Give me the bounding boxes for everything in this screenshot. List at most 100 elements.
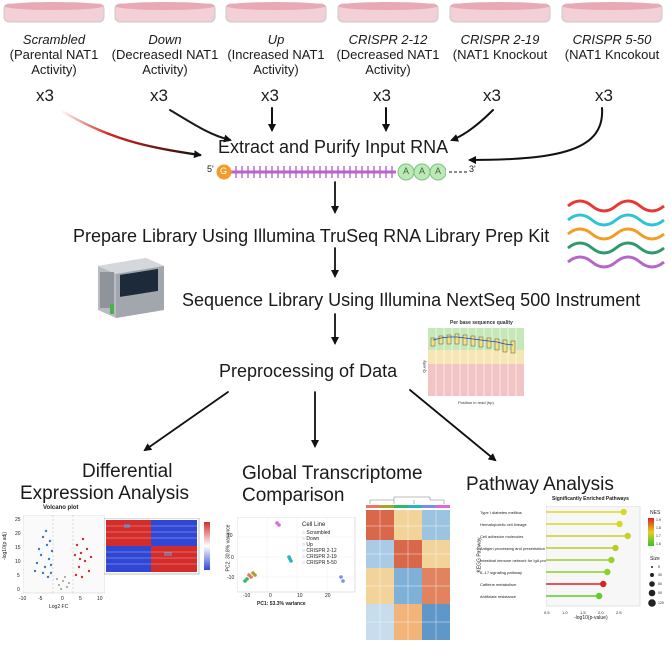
sample-up: Up (Increased NAT1 Activity)	[220, 32, 332, 77]
pathway-dot	[612, 544, 619, 552]
volcano-ytick: 5	[17, 573, 20, 579]
nes-tick: 1.6	[656, 542, 661, 546]
volcano-xtick: 5	[79, 596, 82, 602]
pca-legend-item: ○ CRISPR 5-50	[302, 560, 337, 566]
petri-dish-icon	[561, 2, 663, 23]
pca-legend: Cell Line ○ Scrambled ○ Down ○ Up ○ CRIS…	[302, 522, 362, 572]
arrow-to-differential	[143, 391, 229, 452]
rna-cap-label: G	[220, 166, 228, 176]
pca-legend-label: CRISPR 2-19	[306, 554, 337, 560]
polya-circle	[429, 163, 446, 181]
sample-name: CRISPR 5-50	[572, 32, 652, 47]
size-tick: 30	[658, 573, 662, 577]
pathway-title: Significantly Enriched Pathways	[552, 496, 629, 502]
sample-scrambled: Scrambled (Parental NAT1 Activity)	[0, 32, 110, 77]
heatmap-gridlines	[366, 510, 450, 640]
polya-label: A	[419, 166, 426, 176]
pca-ytick: 0	[231, 555, 234, 561]
sample-crispr-2-12: CRISPR 2-12 (Decreased NAT1 Activity)	[332, 32, 444, 77]
nes-tick: 1.7	[656, 534, 661, 538]
pathway-dot	[595, 592, 603, 600]
size-tick: 5	[658, 565, 660, 569]
pca-points	[237, 517, 356, 593]
analysis-global-line1: Global Transcriptome	[242, 463, 423, 484]
replicate-count: x3	[150, 86, 168, 105]
sample-desc: (NAT1 Kncokout	[564, 47, 660, 62]
pca-xtick: -10	[243, 593, 251, 599]
pca-legend-item: ○ Down	[302, 536, 320, 542]
sample-desc: (Decreased NAT1 Activity)	[336, 47, 440, 77]
pathway-label: IL-17 signaling pathway	[480, 570, 523, 575]
size-tick: 90	[658, 591, 662, 595]
analysis-differential-line2: Expression Analysis	[20, 483, 189, 504]
replicate-count: x3	[483, 86, 501, 105]
sample-crispr-5-50: CRISPR 5-50 (NAT1 Kncokout	[556, 32, 668, 62]
arrow-crispr219	[450, 109, 494, 142]
de-heatmap	[104, 518, 210, 575]
global-heatmap	[366, 496, 450, 640]
sample-desc: (NAT1 Knockout	[452, 47, 548, 62]
pca-xtick: 0	[269, 593, 272, 599]
pathway-xtick: 1.0	[562, 610, 568, 615]
rna-bases	[235, 166, 393, 178]
volcano-title: Volcano plot	[43, 505, 79, 511]
arrow-down	[169, 109, 232, 143]
quality-plot-xlabel: Position in read (bp)	[458, 400, 494, 405]
replicate-count: x3	[373, 86, 391, 105]
pathway-dot	[624, 532, 631, 540]
pathway-label: Hematopoietic cell lineage	[480, 522, 527, 527]
sample-name: Down	[148, 32, 182, 47]
pca-legend-label: Scrambled	[306, 530, 331, 536]
sequencer-icon	[98, 258, 164, 318]
pca-ytick: 10	[227, 533, 233, 539]
petri-dish-icon	[114, 2, 216, 23]
volcano-xtick: 0	[61, 596, 64, 602]
pathway-xtick: 2.5	[616, 610, 622, 615]
pca-xtick: 10	[297, 593, 303, 599]
quality-plot: Per base sequence quality Quality Positi…	[420, 320, 528, 408]
pathway-dots	[546, 506, 641, 607]
pathway-label: Type I diabetes mellitus	[480, 510, 522, 515]
analysis-global-line2: Comparison	[242, 485, 345, 506]
volcano-ytick: 15	[15, 545, 21, 551]
analysis-differential-line1: Differential	[82, 461, 173, 482]
pathway-dot	[600, 580, 607, 588]
rna-five-prime: 5'	[207, 164, 214, 174]
volcano-ytick: 25	[15, 517, 21, 523]
rna-tail-dashes	[449, 171, 467, 173]
petri-dishes	[3, 2, 663, 23]
pathway-dot	[604, 568, 611, 576]
rna-three-prime: 3'	[469, 164, 476, 174]
volcano-points	[23, 515, 105, 594]
polya-label: A	[435, 166, 442, 176]
replicate-count: x3	[36, 86, 54, 105]
pca-plot: PC2: 30.8% variance 10 0 -10 -10 0 10 20…	[225, 515, 363, 610]
pathway-label: Antigen processing and presentation	[480, 546, 545, 551]
petri-dish-icon	[3, 2, 105, 23]
volcano-xtick: -5	[38, 596, 43, 602]
arrow-scrambled	[58, 108, 202, 159]
library-waves-icon	[567, 199, 665, 269]
pathway-plot: Significantly Enriched Pathways KEGG Pat…	[466, 496, 666, 622]
step-preprocess-title: Preprocessing of Data	[219, 361, 398, 381]
volcano-plot: Volcano plot -log10(p adj) 25 20 15 10 5…	[2, 505, 105, 615]
pca-legend-label: CRISPR 5-50	[306, 560, 337, 566]
replicate-count: x3	[595, 86, 613, 105]
pca-legend-label: Down	[306, 536, 320, 542]
pca-legend-item: ○ CRISPR 2-19	[302, 554, 337, 560]
size-tick: 120	[658, 601, 664, 605]
pca-legend-label: Up	[306, 542, 313, 548]
sample-name: CRISPR 2-12	[348, 32, 428, 47]
nes-tick: 1.9	[656, 518, 661, 522]
nes-legend-title: NES	[650, 510, 661, 516]
arrow-crispr550	[468, 107, 604, 164]
pca-xtick: 20	[325, 593, 331, 599]
size-legend-dots	[648, 566, 656, 607]
sample-name: Up	[267, 32, 285, 47]
pathway-label: Intestinal immune network for IgA produc…	[480, 558, 559, 563]
sample-desc: (Increased NAT1 Activity)	[227, 47, 325, 77]
sample-desc: (DecreasedI NAT1 Activity)	[111, 47, 219, 77]
heatmap-dendrogram	[369, 496, 445, 504]
volcano-xlabel: Log2 FC	[49, 604, 69, 610]
